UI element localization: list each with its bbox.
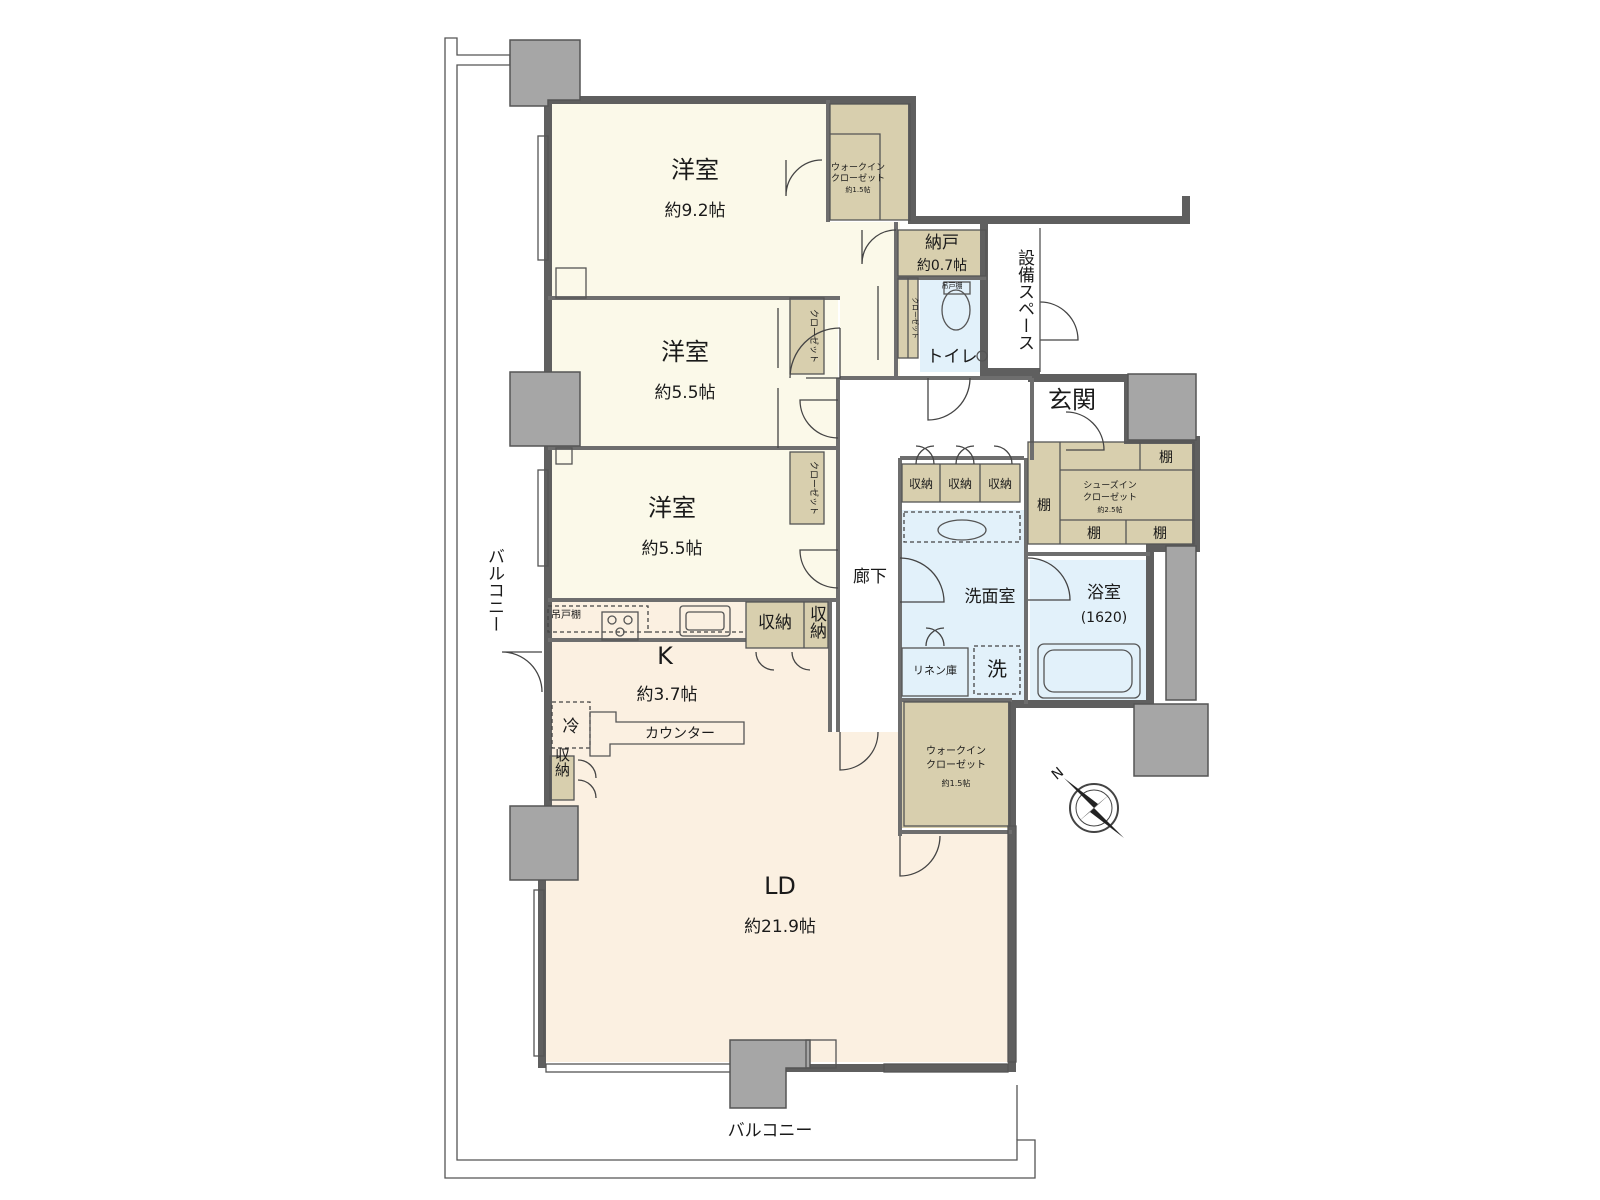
- shelf-label-2: 棚: [1037, 498, 1051, 514]
- entrance-name: 玄関: [1048, 386, 1096, 414]
- interior-walls: [548, 100, 1150, 836]
- equipment-walls: [984, 196, 1190, 376]
- bedroom1-floor: [548, 104, 900, 378]
- k-storage-small: [550, 756, 574, 800]
- bedroom3-area: 約5.5帖: [641, 539, 702, 559]
- linen-label: リネン庫: [913, 663, 957, 677]
- walkin-closet-1: [828, 104, 910, 220]
- shelf-label-1: 棚: [1159, 450, 1173, 466]
- compass-icon: N: [1049, 765, 1124, 838]
- hallway-label: 廊下: [853, 567, 887, 587]
- storage-room-name: 納戸: [925, 233, 959, 253]
- compass-north-label: N: [1049, 765, 1067, 784]
- fridge-label: 冷: [563, 717, 580, 737]
- closet-bedroom2: [790, 298, 824, 374]
- windows: [533, 135, 1017, 1073]
- washroom-floor: [902, 510, 1028, 700]
- k-storage-small-label: 収納: [553, 747, 571, 778]
- bedroom1-name: 洋室: [671, 156, 719, 184]
- bedroom2-area: 約5.5帖: [654, 383, 715, 403]
- walkin2-line2: クローゼット: [926, 759, 986, 771]
- shelf-label-3: 棚: [1087, 526, 1101, 542]
- doors: [501, 159, 1105, 877]
- closet-bedroom3-label: クローゼット: [808, 461, 820, 515]
- balcony-label-side: バルコニー: [484, 548, 504, 633]
- labels: 洋室 約9.2帖 洋室 約5.5帖 洋室 約5.5帖 ウォークイン クローゼット…: [484, 156, 1173, 1141]
- shelf-label-4: 棚: [1153, 526, 1167, 542]
- kitchen-area: 約3.7帖: [636, 685, 697, 705]
- shoe-closet-line1: シューズイン: [1083, 479, 1137, 491]
- toilet-name: トイレ: [927, 347, 978, 367]
- kitchen-storage: [746, 602, 828, 648]
- storage-label-3: 収納: [988, 477, 1012, 491]
- storage-label-1: 収納: [909, 477, 933, 491]
- shoe-closet: [1028, 442, 1194, 544]
- closet-lines: [549, 103, 1195, 827]
- bathroom-name: 浴室: [1087, 583, 1121, 603]
- storage-row: [902, 464, 1020, 502]
- walkin-closet-2: [902, 700, 1012, 828]
- hanging-shelf-label: 吊戸棚: [551, 608, 581, 621]
- storage-room: [898, 230, 986, 276]
- fixtures: [547, 228, 1141, 1069]
- living-floor: [546, 640, 1012, 1062]
- living-area: 約21.9帖: [744, 917, 816, 937]
- washroom-label: 洗面室: [965, 587, 1016, 607]
- bathroom-size: (1620): [1081, 610, 1128, 626]
- walkin2-area: 約1.5帖: [942, 778, 971, 788]
- living-name: LD: [764, 872, 796, 900]
- storage-label-2: 収納: [948, 477, 972, 491]
- walkin1-area: 約1.5帖: [845, 185, 870, 194]
- closet-bedroom2-label: クローゼット: [808, 309, 820, 363]
- kitchen-storage-label-1: 収納: [758, 613, 792, 633]
- toilet-shelf-label: 吊戸棚: [942, 281, 963, 290]
- balcony-outline: [444, 37, 1036, 1179]
- washer-label: 洗: [987, 657, 1007, 681]
- pillars: [509, 39, 1209, 1109]
- equipment-space-label: 設備スペース: [1014, 249, 1035, 351]
- walkin1-line1: ウォークイン: [831, 162, 885, 173]
- bedroom2-name: 洋室: [661, 338, 709, 366]
- bedroom3-name: 洋室: [648, 494, 696, 522]
- kitchen-name: K: [657, 642, 674, 670]
- kitchen-storage-label-2: 収納: [806, 605, 827, 640]
- bedroom1-area: 約9.2帖: [664, 201, 725, 221]
- bathroom-floor: [1030, 560, 1146, 702]
- shoe-closet-line2: クローゼット: [1083, 491, 1137, 503]
- shoe-closet-area: 約2.5帖: [1097, 505, 1122, 514]
- balcony-label-bottom: バルコニー: [728, 1121, 813, 1141]
- storage-room-area: 約0.7帖: [917, 258, 967, 274]
- walkin1-line2: クローゼット: [831, 172, 885, 184]
- counter-label: カウンター: [645, 726, 715, 742]
- walkin2-line1: ウォークイン: [926, 745, 986, 757]
- closet-bedroom3: [790, 452, 824, 524]
- toilet-closet-label: クローゼット: [911, 297, 920, 339]
